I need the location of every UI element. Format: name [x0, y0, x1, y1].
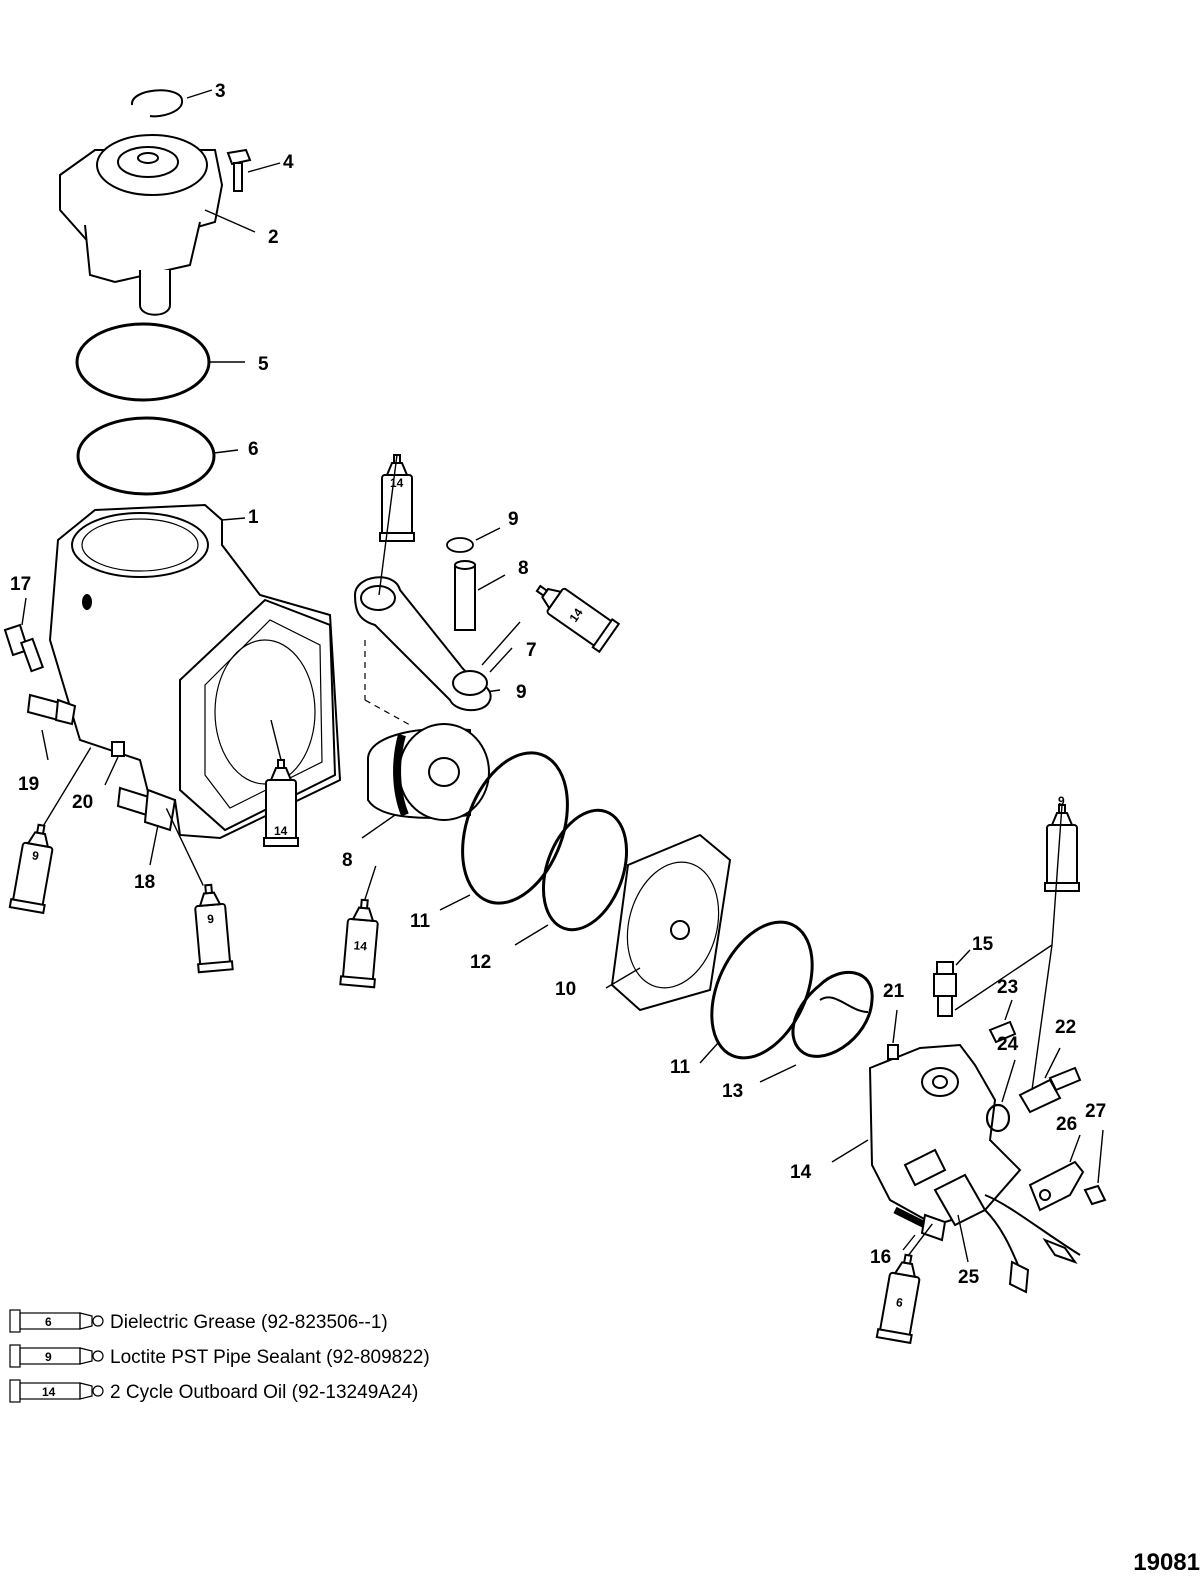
svg-text:9: 9 — [31, 848, 40, 863]
part-7-connecting-rod — [353, 576, 513, 726]
part-10-diaphragm-plate — [605, 833, 732, 1012]
callout-25: 25 — [958, 1267, 980, 1288]
legend: 6 Dielectric Grease (92-823506--1) 9 Loc… — [9, 1309, 430, 1403]
callout-9-lower: 9 — [516, 682, 527, 703]
callout-11-lower: 11 — [670, 1057, 691, 1078]
part-11-o-ring-upper — [439, 751, 569, 911]
sealant-tube-9-fitting-19: 9 — [8, 747, 92, 914]
svg-text:14: 14 — [42, 1385, 56, 1399]
part-8-piston — [361, 723, 490, 839]
callout-22: 22 — [1055, 1017, 1076, 1038]
legend-item-6: 6 Dielectric Grease (92-823506--1) — [9, 1309, 388, 1333]
callout-11-upper: 11 — [410, 911, 431, 932]
svg-text:6: 6 — [45, 1315, 52, 1329]
part-8-piston-pin — [454, 560, 506, 631]
svg-text:2 Cycle Outboard Oil (92-13249: 2 Cycle Outboard Oil (92-13249A24) — [110, 1382, 418, 1403]
callout-9-upper: 9 — [508, 509, 519, 530]
callout-7: 7 — [526, 640, 537, 661]
sealant-tube-6-sensor: 6 — [875, 1223, 933, 1344]
callout-4: 4 — [283, 152, 294, 173]
part-22-hose-fitting — [1018, 1047, 1082, 1114]
part-26-bracket — [1028, 1134, 1085, 1212]
callout-3: 3 — [215, 81, 226, 102]
svg-text:9: 9 — [1058, 794, 1065, 808]
svg-text:9: 9 — [45, 1350, 52, 1364]
callout-2: 2 — [268, 227, 279, 248]
callout-20: 20 — [72, 792, 93, 813]
callout-6: 6 — [248, 439, 259, 460]
svg-text:14: 14 — [274, 824, 288, 838]
part-18-elbow-fitting — [116, 786, 177, 866]
part-6-o-ring — [76, 416, 239, 496]
callout-15: 15 — [972, 934, 994, 955]
part-23-fitting — [988, 999, 1017, 1044]
callout-5: 5 — [258, 354, 269, 375]
part-21-plug — [887, 1009, 899, 1060]
part-9-retaining-clip-upper — [446, 527, 501, 553]
callout-8-pin: 8 — [518, 558, 529, 579]
svg-text:14: 14 — [353, 938, 368, 953]
part-20-plug — [104, 741, 125, 786]
svg-text:6: 6 — [895, 1295, 904, 1310]
callout-23: 23 — [997, 977, 1018, 998]
callout-27: 27 — [1085, 1101, 1106, 1122]
part-5-o-ring — [75, 322, 245, 402]
part-1-pump-housing — [48, 503, 342, 840]
legend-item-9: 9 Loctite PST Pipe Sealant (92-809822) — [9, 1344, 430, 1368]
callout-17: 17 — [10, 574, 31, 595]
svg-text:9: 9 — [207, 912, 215, 927]
figure-number: 19081 — [1133, 1549, 1200, 1576]
sealant-tube-9-fitting-18: 9 — [165, 808, 234, 974]
callout-10: 10 — [555, 979, 576, 1000]
callout-24: 24 — [997, 1034, 1019, 1055]
callout-19: 19 — [18, 774, 39, 795]
callout-12: 12 — [470, 952, 491, 973]
sealant-tube-9-cover: 9 — [1044, 794, 1080, 946]
callout-1: 1 — [248, 507, 259, 528]
sealant-tube-14-housing: 14 — [263, 719, 299, 847]
part-11-o-ring-lower — [699, 920, 814, 1064]
svg-text:Loctite PST Pipe Sealant (92-8: Loctite PST Pipe Sealant (92-809822) — [110, 1347, 430, 1368]
svg-text:14: 14 — [390, 476, 404, 490]
callout-26: 26 — [1056, 1114, 1077, 1135]
part-12-o-ring — [514, 808, 629, 946]
callout-labels: 3 4 2 5 6 1 9 8 17 7 9 19 20 18 8 11 12 … — [10, 81, 1106, 1288]
callout-13: 13 — [722, 1081, 743, 1102]
part-3-snap-ring — [131, 89, 213, 118]
sealant-tube-14-rod-top: 14 — [378, 454, 415, 596]
callout-8-piston: 8 — [342, 850, 353, 871]
part-2-pump-cover — [59, 134, 256, 316]
callout-21: 21 — [883, 981, 905, 1002]
part-14-pump-end-cover — [831, 1043, 1022, 1227]
part-13-check-valve — [759, 970, 874, 1083]
callout-18: 18 — [134, 872, 155, 893]
callout-14: 14 — [790, 1162, 812, 1183]
callout-16: 16 — [870, 1247, 891, 1268]
part-15-fitting — [933, 949, 971, 1017]
part-16-bolt — [893, 1206, 947, 1251]
part-17-elbow-fitting — [3, 597, 45, 673]
sealant-tube-14-rod-side: 14 — [527, 573, 620, 653]
sealant-tube-14-piston: 14 — [339, 865, 383, 989]
part-4-screw — [226, 148, 281, 192]
part-25-sensor — [933, 1173, 1081, 1294]
legend-item-14: 14 2 Cycle Outboard Oil (92-13249A24) — [9, 1379, 418, 1403]
part-27-screw — [1083, 1129, 1107, 1206]
part-24-o-ring — [985, 1059, 1016, 1133]
svg-text:Dielectric Grease (92-823506--: Dielectric Grease (92-823506--1) — [110, 1312, 388, 1333]
part-19-elbow-fitting — [26, 693, 77, 761]
